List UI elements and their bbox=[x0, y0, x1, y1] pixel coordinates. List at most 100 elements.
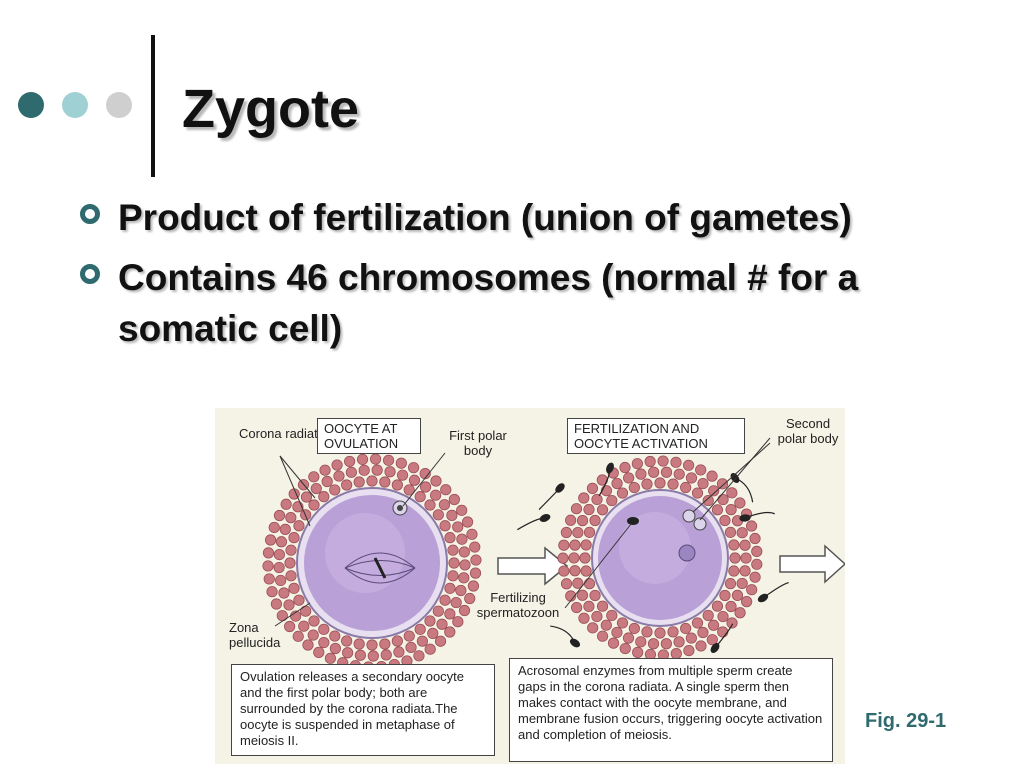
corona-cell bbox=[631, 458, 643, 470]
corona-cell bbox=[440, 484, 452, 496]
corona-cell bbox=[302, 639, 314, 651]
corona-cell bbox=[589, 514, 601, 527]
corona-cell bbox=[308, 471, 320, 483]
corona-cell bbox=[648, 466, 660, 478]
corona-cell bbox=[284, 620, 296, 633]
corona-cell bbox=[739, 565, 751, 577]
second-polar-body bbox=[682, 509, 696, 523]
corona-cell bbox=[344, 455, 356, 468]
corona-cell bbox=[740, 552, 752, 564]
corona-cell bbox=[319, 464, 331, 476]
corona-cell bbox=[622, 632, 635, 644]
corona-cell bbox=[458, 604, 471, 617]
sperm-tail bbox=[734, 477, 754, 503]
corona-cell bbox=[728, 565, 740, 577]
fertilizing-spermatozoon-label: Fertilizing spermatozoon bbox=[476, 590, 560, 620]
corona-cell bbox=[717, 626, 729, 638]
corona-cell bbox=[685, 632, 697, 644]
bullet-list: Product of fertilization (union of gamet… bbox=[80, 192, 960, 363]
corona-cell bbox=[725, 504, 737, 516]
corona-cell bbox=[741, 596, 753, 608]
corona-cell bbox=[318, 623, 330, 635]
ring-bullet-icon bbox=[80, 204, 100, 224]
corona-cell bbox=[469, 567, 482, 579]
corona-cell bbox=[452, 521, 464, 533]
corona-cell bbox=[746, 584, 758, 596]
corona-cell bbox=[647, 638, 660, 650]
fertilization-box: FERTILIZATION AND OOCYTE ACTIVATION bbox=[567, 418, 745, 454]
corona-cell bbox=[623, 472, 635, 484]
corona-cell bbox=[458, 572, 470, 584]
corona-cell bbox=[726, 487, 738, 499]
corona-cell bbox=[619, 642, 631, 655]
oocyte-nucleus bbox=[678, 544, 696, 562]
corona-cell bbox=[606, 609, 618, 622]
corona-cell bbox=[456, 504, 468, 516]
corona-cell bbox=[405, 641, 417, 654]
corona-cell bbox=[439, 520, 451, 532]
corona-cell bbox=[262, 560, 274, 572]
corona-cell bbox=[580, 539, 592, 551]
corona-cell bbox=[680, 481, 692, 494]
fertilizing-sperm-head bbox=[627, 517, 639, 525]
decorative-dots bbox=[18, 92, 138, 122]
corona-cell bbox=[587, 622, 599, 634]
corona-cell bbox=[691, 617, 704, 629]
corona-cell bbox=[464, 592, 476, 605]
corona-cell bbox=[268, 521, 280, 534]
corona-cell bbox=[414, 491, 426, 503]
corona-cell bbox=[724, 526, 737, 538]
corona-cell bbox=[583, 578, 596, 590]
corona-cell bbox=[444, 532, 456, 544]
corona-cell bbox=[444, 626, 456, 638]
corona-cell bbox=[591, 610, 603, 623]
bullet-text: Product of fertilization (union of gamet… bbox=[118, 197, 852, 238]
corona-cell bbox=[424, 643, 436, 655]
corona-cell bbox=[438, 499, 451, 511]
corona-cell bbox=[447, 570, 459, 582]
corona-cell bbox=[724, 578, 737, 590]
corona-cell bbox=[583, 503, 595, 516]
corona-cell bbox=[288, 532, 300, 544]
corona-cell bbox=[263, 573, 275, 585]
corona-cell bbox=[569, 539, 581, 551]
sperm-tail bbox=[762, 581, 789, 599]
corona-cell bbox=[691, 487, 704, 499]
corona-cell bbox=[572, 577, 584, 589]
slide-title: Zygote bbox=[182, 79, 360, 139]
corona-cell bbox=[628, 622, 640, 635]
corona-cell bbox=[447, 544, 459, 556]
corona-cell bbox=[366, 475, 378, 487]
corona-cell bbox=[341, 479, 353, 491]
corona-cell bbox=[307, 629, 319, 641]
corona-cell bbox=[716, 478, 729, 490]
corona-cell bbox=[632, 646, 644, 658]
corona-cell bbox=[298, 620, 310, 632]
corona-cell bbox=[695, 640, 707, 652]
corona-cell bbox=[424, 615, 436, 627]
corona-cell bbox=[455, 584, 467, 597]
corona-cell bbox=[682, 459, 695, 471]
corona-cell bbox=[434, 635, 447, 647]
corona-cell bbox=[285, 570, 297, 582]
corona-cell bbox=[371, 464, 383, 476]
corona-cell bbox=[459, 559, 471, 571]
corona-cell bbox=[673, 636, 685, 648]
corona-cell bbox=[751, 545, 763, 557]
corona-cell bbox=[616, 487, 629, 499]
corona-cell bbox=[275, 574, 287, 587]
corona-cell bbox=[707, 619, 720, 631]
corona-cell bbox=[560, 526, 573, 539]
corona-cell bbox=[697, 626, 709, 639]
corona-cell bbox=[644, 455, 656, 468]
corona-cell bbox=[469, 541, 481, 553]
corona-cell bbox=[283, 599, 295, 611]
corona-cell bbox=[273, 561, 285, 574]
first-polar-body-label: First polar body bbox=[449, 428, 507, 458]
corona-cell bbox=[331, 459, 343, 471]
corona-cell bbox=[654, 477, 666, 489]
corona-cell bbox=[273, 548, 285, 561]
corona-cell bbox=[280, 498, 292, 510]
oocyte-highlight-right bbox=[619, 512, 691, 584]
corona-cell bbox=[310, 482, 322, 495]
